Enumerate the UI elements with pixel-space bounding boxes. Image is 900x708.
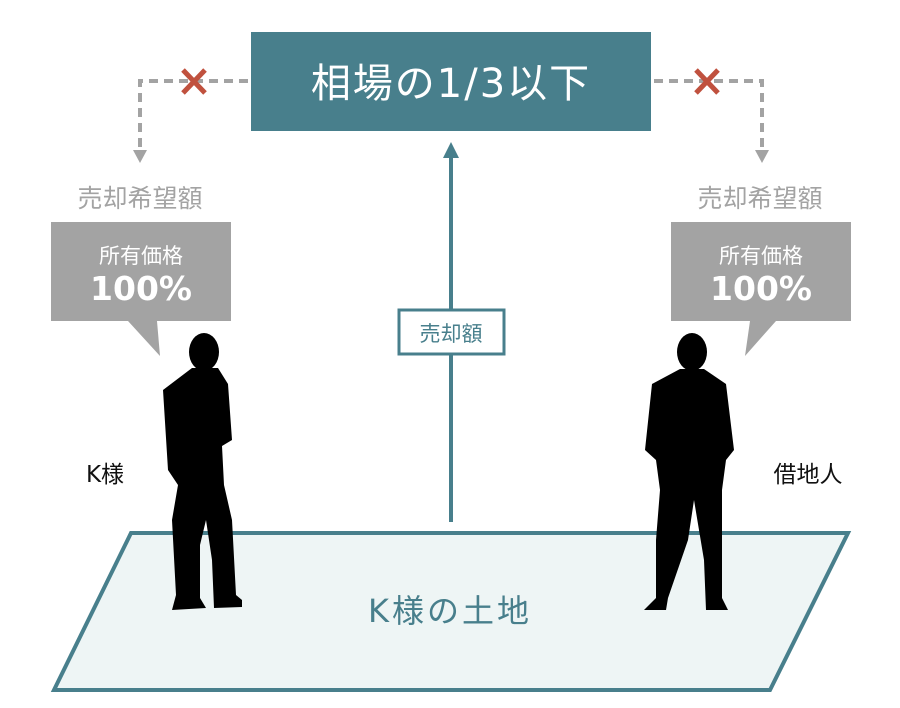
right-person-label: 借地人: [774, 462, 843, 488]
sale-arrow-head-icon: [443, 142, 459, 158]
land-parallelogram: [50, 531, 852, 692]
left-cross-icon: [181, 68, 207, 95]
land-label: K様の土地: [368, 592, 532, 630]
market-price-box: [251, 32, 651, 131]
right-cross-icon: [694, 68, 720, 95]
left-dashed-connector: [138, 79, 248, 150]
sale-label: 売却額: [420, 322, 483, 346]
right-bubble-line2: 100%: [710, 269, 812, 308]
sale-label-box: [397, 308, 506, 356]
right-speech-bubble: [671, 222, 851, 356]
left-bubble-line2: 100%: [90, 269, 192, 308]
left-arrow-down-icon: [133, 150, 147, 163]
right-bubble-line1: 所有価格: [719, 244, 803, 268]
right-arrow-down-icon: [755, 150, 769, 163]
right-person-silhouette-icon: [644, 333, 734, 610]
left-bubble-line1: 所有価格: [99, 244, 183, 268]
market-price-label: 相場の1/3以下: [311, 61, 591, 107]
right-dashed-connector: [654, 79, 764, 150]
left-person-label: K様: [86, 462, 124, 488]
left-caption: 売却希望額: [77, 184, 202, 213]
left-speech-bubble: [51, 222, 231, 356]
left-person-silhouette-icon: [163, 333, 242, 610]
right-caption: 売却希望額: [697, 184, 822, 213]
